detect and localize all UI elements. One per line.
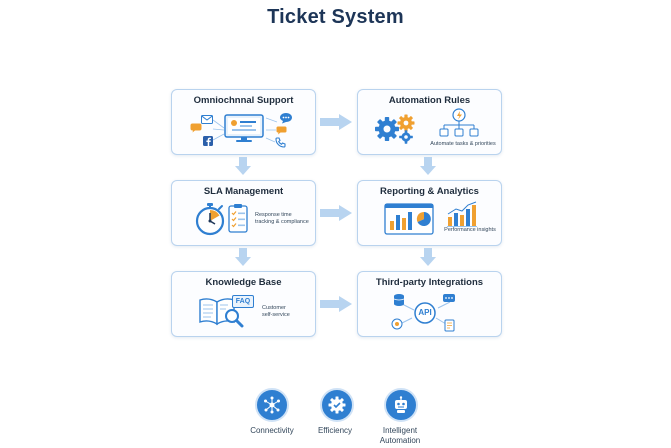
third-party-integrations-card[interactable]: Third-party Integrations API [357,271,502,337]
gears-icon [375,114,415,144]
note-line: Customer [262,305,286,311]
sla-management-card[interactable]: SLA Management Response time tracking & … [171,180,316,246]
card-title: Automation Rules [388,95,471,106]
gear-check-icon [328,396,346,414]
phone-icon [275,137,286,148]
note-line: Response time [255,212,292,218]
note-line: self-service [262,312,290,318]
monitor-icon [224,114,264,142]
arrow-right [320,296,352,312]
connectivity-icon [255,388,289,422]
arrow-down [420,157,436,175]
card-note: Performance insights [444,227,496,233]
arrow-down [420,248,436,266]
card-note: Automate tasks & priorities [430,141,496,147]
chat-bubble-icon [190,123,202,133]
note-line: tracking & compliance [255,219,309,225]
magnifier-icon [225,309,244,328]
workflow-icon [439,108,479,137]
card-note: Customer self-service [262,305,312,319]
benefit-label-line: Automation [379,435,421,445]
bar-chart-icon [447,201,477,227]
benefit-label: Intelligent Automation [360,426,440,445]
network-icon [264,396,280,414]
omnichannel-support-card[interactable]: Omniochnnal Support [171,89,316,155]
benefit-label-line: Intelligent [382,426,418,435]
checklist-icon [228,204,248,233]
dashboard-icon [384,203,434,235]
arrow-down [235,157,251,175]
connector-lines [212,117,278,143]
card-title: Omniochnnal Support [193,95,294,106]
robot-icon [395,396,407,413]
message-icon [280,113,292,124]
card-title: Reporting & Analytics [380,186,479,197]
automation-rules-card[interactable]: Automation Rules [357,89,502,155]
card-title: Third-party Integrations [375,277,484,288]
arrow-right [320,114,352,130]
arrow-down [235,248,251,266]
email-icon [201,115,213,124]
knowledge-base-card[interactable]: Knowledge Base FAQ Customer self-service [171,271,316,337]
card-note: Response time tracking & compliance [255,212,315,226]
faq-label: FAQ [232,295,254,308]
page-title: Ticket System [267,6,404,28]
facebook-icon [203,136,213,146]
api-label: API [418,308,432,317]
reporting-analytics-card[interactable]: Reporting & Analytics Performance insigh… [357,180,502,246]
benefit-label: Efficiency [317,426,353,435]
integration-icon [391,294,455,332]
benefit-label: Connectivity [250,426,294,435]
arrow-right [320,205,352,221]
intelligent-automation-icon [384,388,418,422]
card-title: SLA Management [203,186,284,197]
stopwatch-icon [195,203,225,236]
card-title: Knowledge Base [205,277,282,288]
sms-icon [276,126,287,135]
efficiency-icon [320,388,354,422]
